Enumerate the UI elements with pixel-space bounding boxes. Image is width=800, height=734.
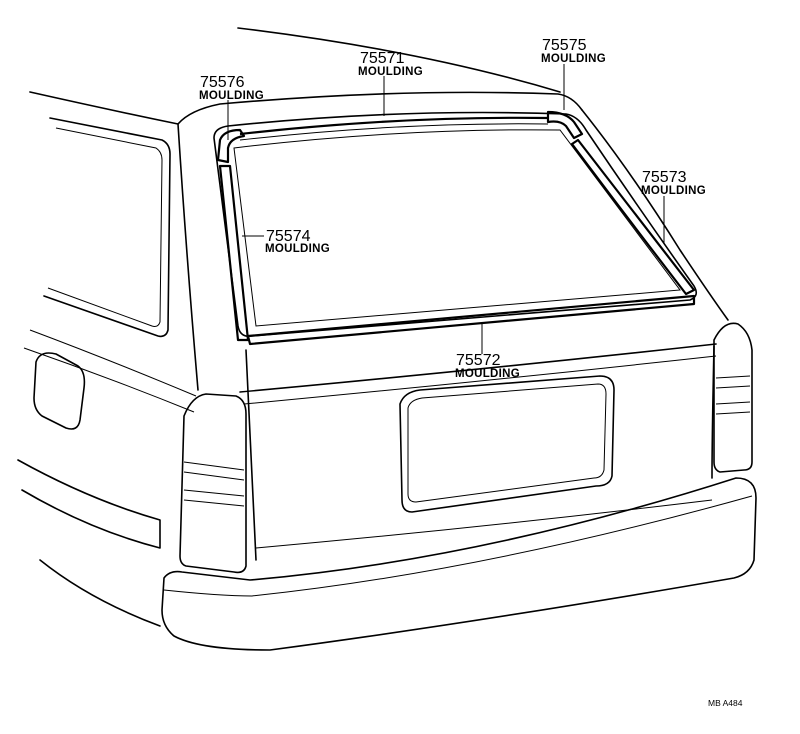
- moulding-75572-strip: [246, 294, 696, 346]
- rear-window-opening: [213, 111, 698, 338]
- tailgate-belt-line: [239, 343, 717, 393]
- part-name: MOULDING: [265, 243, 330, 255]
- left-tail-lamp-divider: [183, 461, 245, 471]
- part-number: 75573: [642, 169, 687, 186]
- callout-75573: 75573 MOULDING: [641, 169, 706, 197]
- moulding-75573-strip: [570, 138, 696, 296]
- rear-bumper: [161, 477, 757, 651]
- callout-75572: 75572 MOULDING: [455, 352, 520, 380]
- left-pillar-edge: [177, 123, 199, 391]
- part-name: MOULDING: [541, 53, 606, 65]
- part-name: MOULDING: [455, 368, 520, 380]
- right-tail-lamp: [713, 322, 753, 473]
- side-window-inner: [47, 127, 163, 327]
- callout-75576: 75576 MOULDING: [199, 74, 264, 102]
- left-tail-lamp-divider-3: [183, 489, 245, 497]
- part-number: 75572: [456, 352, 501, 369]
- moulding-75571-strip-inner: [239, 123, 549, 141]
- part-name: MOULDING: [641, 185, 706, 197]
- right-tail-lamp-divider-4: [715, 411, 751, 415]
- diagram-reference-code: MB A484: [708, 698, 743, 708]
- part-name: MOULDING: [358, 66, 423, 78]
- left-tail-lamp: [179, 393, 247, 574]
- moulding-75574-strip: [218, 164, 250, 342]
- side-window-frame: [43, 117, 171, 338]
- part-number: 75576: [200, 74, 245, 91]
- moulding-75571-strip: [239, 116, 549, 136]
- part-name: MOULDING: [199, 90, 264, 102]
- rear-glass: [233, 129, 681, 327]
- leader-lines: [227, 64, 665, 354]
- moulding-75576-corner: [216, 128, 246, 164]
- side-crease-line: [29, 329, 197, 397]
- left-tail-lamp-divider-4: [183, 499, 245, 507]
- callout-75571: 75571 MOULDING: [358, 50, 423, 78]
- tailgate-bottom-edge: [255, 499, 713, 549]
- left-tail-lamp-divider-2: [183, 471, 245, 481]
- tailgate-top-edge: [177, 91, 583, 125]
- callout-75575: 75575 MOULDING: [541, 37, 606, 65]
- side-crease-line-2: [23, 347, 195, 413]
- station-wagon-rear-view: [17, 27, 757, 651]
- rear-bumper-top-line: [163, 495, 753, 597]
- part-number: 75575: [542, 37, 587, 54]
- moulding-75575-corner: [546, 110, 584, 140]
- side-body-molding: [17, 459, 161, 549]
- part-number: 75571: [360, 50, 405, 67]
- side-sill-line: [39, 559, 161, 627]
- license-plate-recess-inner: [407, 383, 607, 503]
- right-tail-lamp-divider: [715, 375, 751, 379]
- right-tail-lamp-divider-2: [715, 385, 751, 389]
- tailgate-belt-line-2: [243, 355, 717, 405]
- part-number: 75574: [266, 228, 311, 245]
- right-pillar-edge: [581, 109, 729, 321]
- callout-75574: 75574 MOULDING: [265, 228, 330, 255]
- tailgate-left-edge: [245, 349, 257, 561]
- roof-edge-line: [237, 27, 561, 93]
- roof-side-line: [29, 91, 179, 125]
- fuel-lid: [33, 352, 86, 430]
- license-plate-recess: [399, 375, 615, 513]
- right-tail-lamp-divider-3: [715, 401, 751, 405]
